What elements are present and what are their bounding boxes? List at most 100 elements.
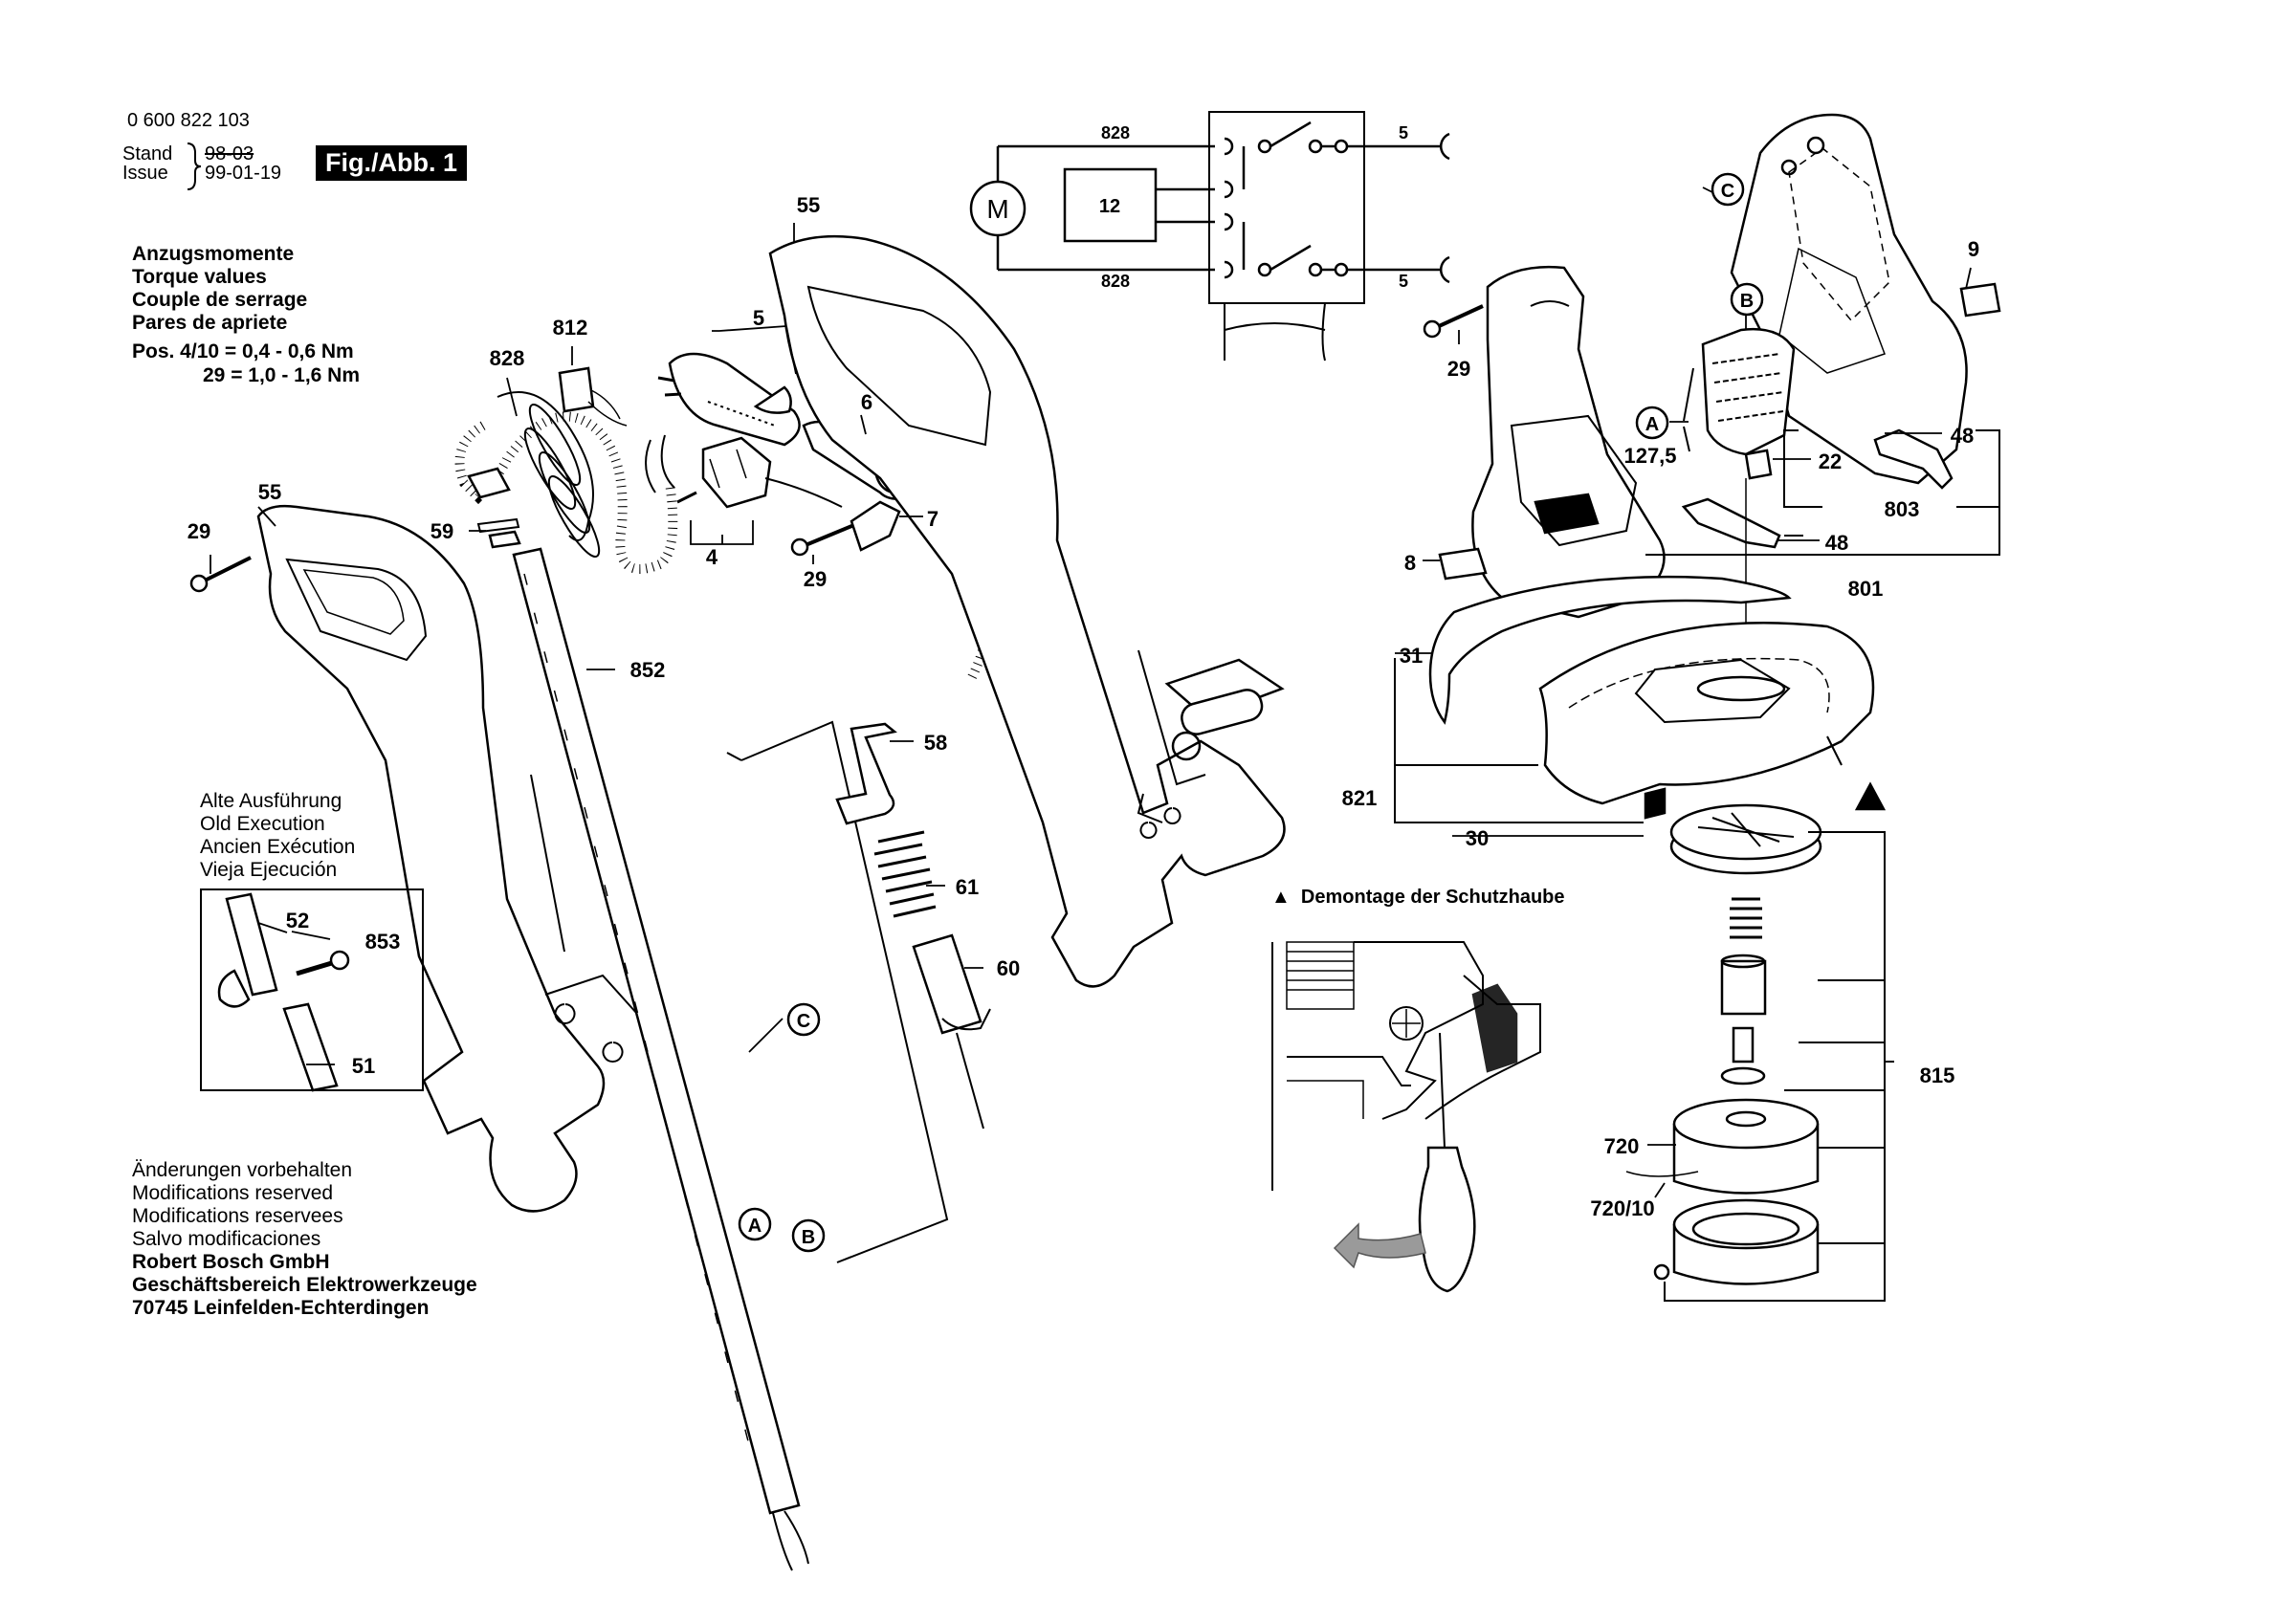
label-plate-9 (1959, 282, 2001, 318)
letter-markers (738, 172, 1764, 1253)
guard-removal-title: ▲ Demontage der Schutzhaube (1271, 887, 1565, 908)
clip-59 (476, 517, 520, 534)
guard-warning-triangle (1854, 781, 1887, 811)
screw-29-left (189, 556, 252, 593)
callout-5: 5 (753, 306, 764, 330)
marker-a-left-label: A (748, 1216, 762, 1237)
footer-de: Änderungen vorbehalten (132, 1159, 353, 1181)
direction-arrow-icon (1333, 1222, 1426, 1269)
company-name: Robert Bosch GmbH (132, 1251, 330, 1273)
label-plate-8 (1438, 547, 1488, 581)
footer-fr: Modifications reservees (132, 1205, 343, 1227)
bushing-815 (1720, 959, 1767, 1016)
bracket-821 (1394, 658, 1644, 823)
wiring-schematic: M 12 828 828 5 5 (969, 111, 1450, 362)
torque-title-de: Anzugsmomente (132, 243, 295, 265)
cable-828 (454, 391, 678, 574)
callout-22: 22 (1819, 450, 1842, 473)
marker-a-left (738, 1207, 772, 1241)
torque-spec-4-10: Pos. 4/10 = 0,4 - 0,6 Nm (132, 340, 354, 362)
marker-c-tube-label: C (797, 1011, 810, 1032)
callout-801: 801 (1848, 577, 1884, 601)
torque-title-es: Pares de apriete (132, 312, 288, 334)
callout-29-right: 29 (1447, 357, 1470, 381)
callout-720-10: 720/10 (1590, 1196, 1654, 1220)
old-exec-en: Old Execution (200, 813, 325, 835)
callout-52: 52 (286, 909, 309, 932)
callout-30: 30 (1466, 826, 1489, 850)
spring-815 (1730, 897, 1762, 939)
old-exec-es: Vieja Ejecución (200, 859, 338, 881)
spring-61 (873, 830, 937, 918)
callout-55-left: 55 (258, 480, 281, 504)
marker-a-right-label: A (1645, 414, 1659, 435)
stand-issue-brace (187, 143, 202, 190)
callout-29-left: 29 (188, 519, 210, 543)
callout-803: 803 (1885, 497, 1920, 521)
callout-853: 853 (365, 930, 401, 954)
spool-cap-720 (1625, 1098, 1820, 1195)
assembly-bracket-58-61-60 (726, 720, 949, 1263)
callout-31: 31 (1400, 644, 1423, 668)
callout-815: 815 (1920, 1064, 1955, 1087)
callout-58: 58 (924, 731, 947, 755)
upper-handle-55 (768, 234, 1286, 988)
motor-symbol: M (986, 194, 1008, 224)
bolt-815 (1720, 1026, 1766, 1086)
bracket-815 (1664, 831, 1894, 1302)
callout-48-lower: 48 (1825, 531, 1848, 555)
callout-61: 61 (956, 875, 979, 899)
spool-housing (1669, 803, 1822, 875)
callout-720: 720 (1604, 1134, 1640, 1158)
callout-828: 828 (490, 346, 525, 370)
callout-59: 59 (430, 519, 453, 543)
terminal-5-top: 5 (1399, 123, 1408, 143)
guard-warning-leader (1826, 735, 1843, 766)
protective-guard-31 (1428, 575, 1875, 820)
callout-48-upper: 48 (1951, 424, 1974, 448)
marker-a-right (1635, 406, 1669, 440)
marker-b-right (1730, 282, 1764, 317)
motor-22 (1701, 328, 1796, 480)
footer-es: Salvo modificaciones (132, 1228, 321, 1250)
screw-29-center (790, 520, 862, 557)
callout-852: 852 (630, 658, 666, 682)
callout-29-center: 29 (804, 567, 827, 591)
marker-b-left-label: B (802, 1227, 815, 1248)
callout-127-5: 127,5 (1623, 444, 1676, 468)
part-number: 0 600 822 103 (127, 110, 250, 131)
old-execution-inset (200, 888, 424, 1092)
marker-c-right-label: C (1721, 181, 1734, 202)
dimension-127-5 (1683, 367, 1694, 452)
company-division: Geschäftsbereich Elektrowerkzeuge (132, 1274, 477, 1296)
torque-title-fr: Couple de serrage (132, 289, 308, 311)
callout-60: 60 (997, 956, 1020, 980)
callout-6: 6 (861, 390, 872, 414)
callout-55-upper: 55 (797, 193, 820, 217)
power-plug-5 (657, 352, 801, 447)
lower-handle-55 (256, 504, 647, 1213)
trigger-lock-58 (835, 722, 897, 825)
callout-9: 9 (1968, 237, 1979, 261)
terminal-5-bottom: 5 (1399, 272, 1408, 291)
guard-removal-inset (1271, 941, 1541, 1293)
marker-c-tube (786, 1002, 821, 1037)
callout-821: 821 (1342, 786, 1378, 810)
screw-10 (676, 491, 697, 504)
wire-828-top: 828 (1101, 123, 1130, 143)
stand-label: Stand (122, 143, 173, 164)
switch-4 (645, 434, 843, 509)
callout-4: 4 (706, 545, 718, 569)
plug-812 (558, 366, 628, 427)
figure-label: Fig./Abb. 1 (316, 145, 467, 181)
old-exec-fr: Ancien Exécution (200, 836, 356, 858)
marker-b-right-label: B (1740, 291, 1754, 312)
sleeve-60 (912, 933, 991, 1130)
screw-29-right (1423, 304, 1484, 339)
issue-date: 99-01-19 (205, 163, 282, 184)
cable-clamp-7 (850, 477, 1002, 682)
shaft-tube-852 (485, 523, 809, 1571)
issue-label: Issue (122, 163, 168, 184)
bushing-top (1720, 954, 1766, 969)
